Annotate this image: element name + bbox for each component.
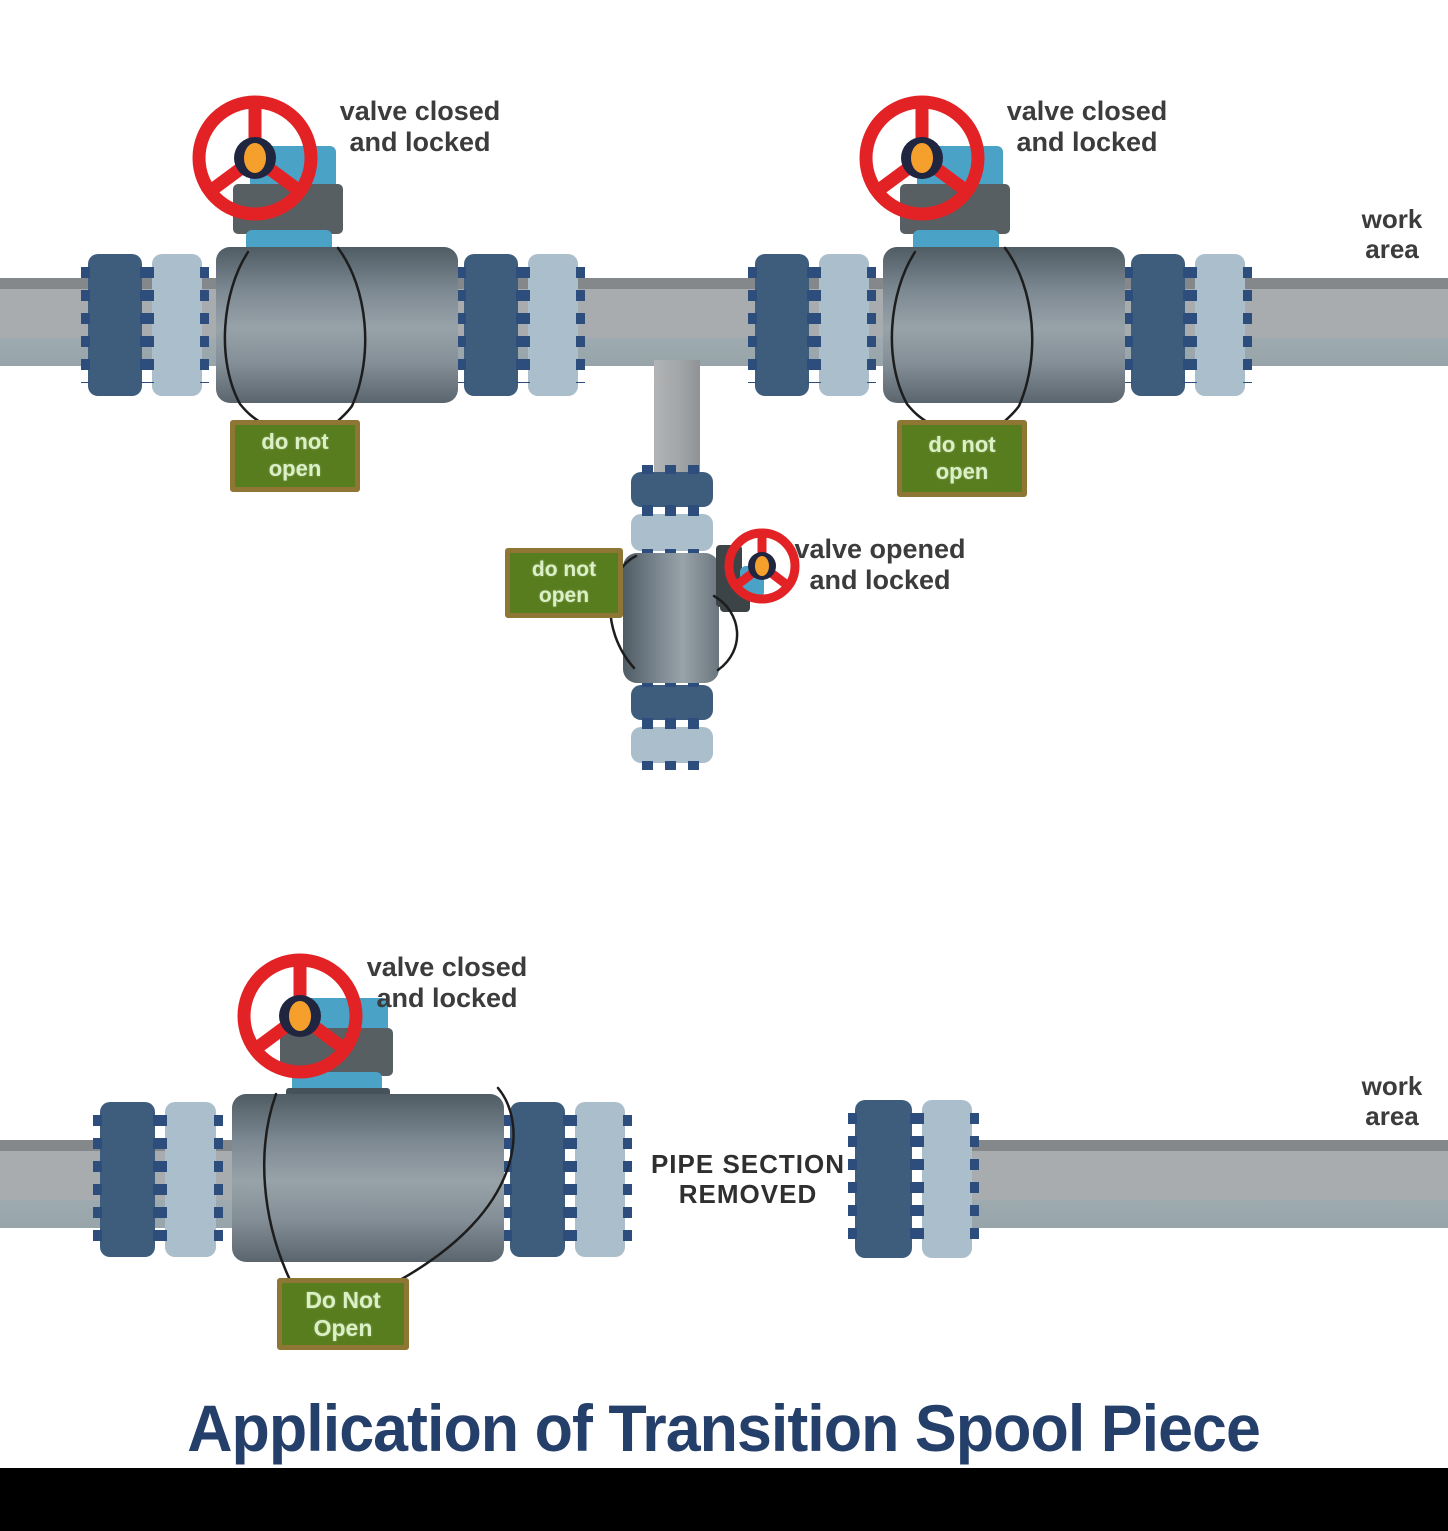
valve-body: [232, 1094, 504, 1262]
flange: [631, 678, 713, 727]
handwheel-icon: [237, 953, 363, 1079]
pipe-section-removed-label: PIPE SECTION REMOVED: [650, 1149, 846, 1209]
handwheel-icon: [192, 95, 318, 221]
do-not-open-tag: do not open: [505, 548, 623, 618]
valve-body: [216, 247, 458, 403]
valve-closed-label-top-right: valve closed and locked: [1006, 96, 1168, 158]
valve-body: [623, 553, 719, 683]
do-not-open-tag: do not open: [230, 420, 360, 492]
branch-pipe: [654, 360, 700, 478]
valve-opened-label-branch: valve opened and locked: [794, 534, 966, 596]
diagram-title-text: Application of Transition Spool Piece: [187, 1391, 1262, 1465]
bottom-pipe-right: [970, 1140, 1448, 1228]
flange: [93, 1102, 162, 1257]
flange: [457, 254, 525, 396]
flange-pair-removed-side: [848, 1100, 979, 1260]
flange: [1188, 254, 1252, 396]
work-area-label-top: work area: [1361, 204, 1423, 264]
tag-text: do not open: [531, 558, 597, 607]
flange: [81, 254, 149, 396]
flange: [1124, 254, 1192, 396]
flange: [848, 1100, 919, 1258]
footer-bar: [0, 1468, 1448, 1531]
flange: [503, 1102, 572, 1257]
tag-text: Do Not Open: [305, 1286, 381, 1341]
flange: [748, 254, 816, 396]
handwheel-icon: [724, 528, 800, 604]
work-area-label-bottom: work area: [1361, 1071, 1423, 1131]
valve-assembly-branch: do not open: [500, 455, 830, 785]
flange: [812, 254, 876, 396]
valve-body: [883, 247, 1125, 403]
flange: [631, 720, 713, 770]
diagram-title: Application of Transition Spool Piece: [0, 1390, 1448, 1466]
flange: [568, 1102, 632, 1257]
flange: [145, 254, 209, 396]
flange: [631, 465, 713, 514]
valve-closed-label-bottom: valve closed and locked: [366, 952, 528, 1014]
flange: [521, 254, 585, 396]
flange: [631, 507, 713, 558]
tag-text: do not open: [261, 429, 329, 481]
tag-text: do not open: [928, 431, 996, 484]
handwheel-icon: [859, 95, 985, 221]
flange: [915, 1100, 979, 1258]
do-not-open-tag: do not open: [897, 420, 1027, 497]
valve-closed-label-top-left: valve closed and locked: [339, 96, 501, 158]
do-not-open-tag: Do Not Open: [277, 1278, 409, 1350]
flange: [158, 1102, 223, 1257]
